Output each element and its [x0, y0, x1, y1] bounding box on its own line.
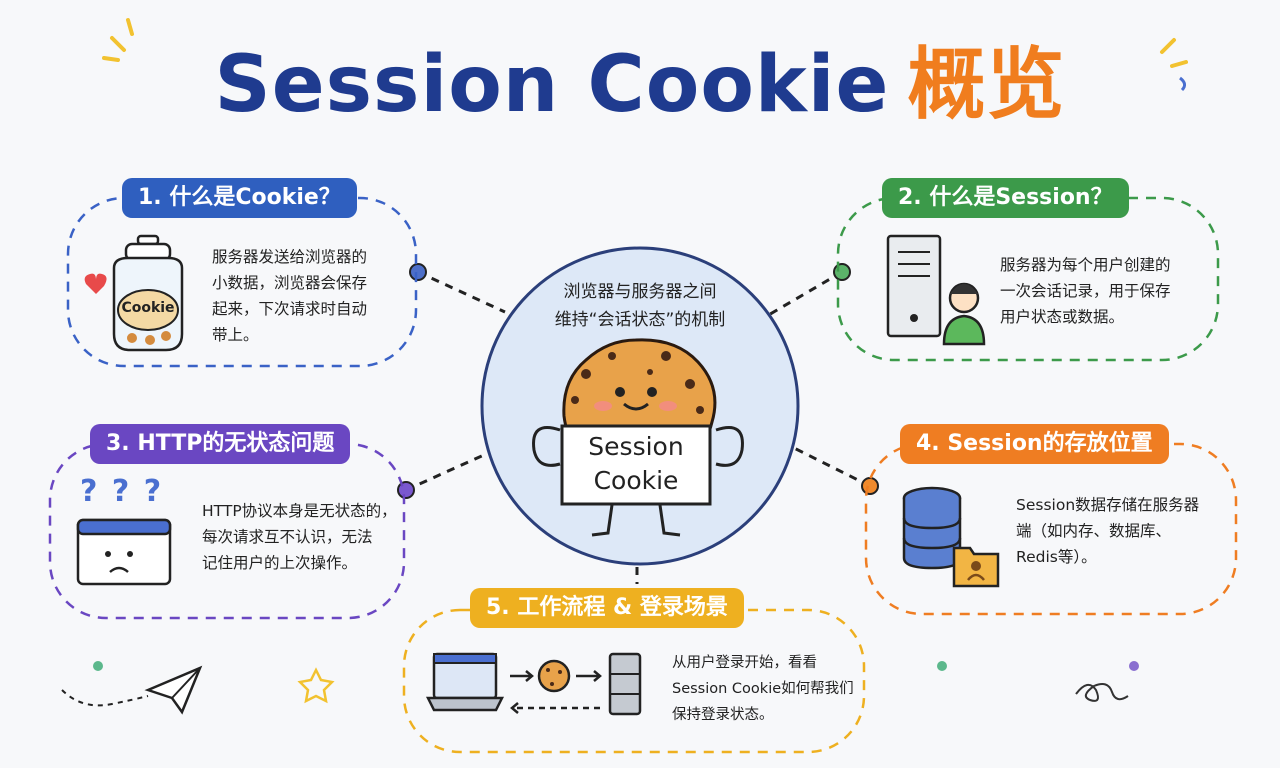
center-line-1: 浏览器与服务器之间	[563, 282, 717, 302]
star-icon	[297, 667, 335, 704]
cookie-character-icon	[532, 338, 744, 537]
cookie-jar-icon	[84, 234, 184, 352]
title-spark-right-icon	[1160, 38, 1188, 68]
section-1-line: 起来，下次请求时自动	[212, 300, 368, 318]
section-3-outline	[48, 442, 406, 620]
connector-http	[405, 448, 496, 492]
sign-line-2: Cookie	[593, 466, 679, 495]
section-1-line: 服务器发送给浏览器的	[212, 248, 368, 266]
title-english: Session Cookie	[214, 40, 890, 130]
section-3-line: HTTP协议本身是无状态的，	[202, 502, 397, 520]
section-2-label: 2. 什么是Session？	[882, 178, 1129, 218]
paper-plane-icon	[61, 665, 203, 715]
workflow-illustration-icon	[425, 652, 642, 716]
title-swirl-icon	[1179, 76, 1187, 92]
connector-cookie	[417, 270, 506, 314]
cookie-sign: Session Cookie	[562, 430, 710, 498]
section-3-line: 每次请求互不认识，无法	[202, 528, 373, 546]
section-3-label: 3. HTTP的无状态问题	[90, 424, 351, 464]
section-2-line: 服务器为每个用户创建的	[1000, 256, 1171, 274]
section-4-line: Session数据存储在服务器	[1016, 496, 1200, 514]
cookie-jar-label: Cookie	[121, 300, 175, 316]
server-user-icon	[886, 234, 986, 346]
section-3-description: HTTP协议本身是无状态的， 每次请求互不认识，无法 记住用户的上次操作。	[202, 498, 402, 576]
section-5-line: Session Cookie如何帮我们	[672, 681, 854, 697]
title-spark-left-icon	[102, 18, 134, 62]
sad-browser-icon	[76, 518, 172, 586]
connector-session	[759, 270, 843, 322]
section-4-line: 端（如内存、数据库、	[1016, 522, 1172, 540]
section-5-description: 从用户登录开始，看看 Session Cookie如何帮我们 保持登录状态。	[672, 650, 858, 728]
center-description: 浏览器与服务器之间 维持“会话状态”的机制	[505, 278, 775, 334]
decor-dot-green-left	[93, 661, 103, 671]
section-4-line: Redis等）。	[1016, 548, 1097, 566]
section-1-label: 1. 什么是Cookie？	[122, 178, 357, 218]
sign-line-1: Session	[588, 432, 684, 461]
section-5-line: 从用户登录开始，看看	[672, 655, 817, 671]
section-2-line: 一次会话记录，用于保存	[1000, 282, 1171, 300]
connector-dot-http	[397, 481, 415, 499]
section-1-line: 小数据，浏览器会保存	[212, 274, 368, 292]
section-4-description: Session数据存储在服务器 端（如内存、数据库、 Redis等）。	[1016, 492, 1226, 570]
section-5-label: 5. 工作流程 & 登录场景	[470, 588, 744, 628]
connector-storage	[785, 442, 871, 488]
section-1-description: 服务器发送给浏览器的 小数据，浏览器会保存 起来，下次请求时自动 带上。	[212, 244, 408, 348]
connector-dot-storage	[861, 477, 879, 495]
connector-dot-cookie	[409, 263, 427, 281]
squiggle-icon	[1075, 683, 1129, 702]
connector-dot-session	[833, 263, 851, 281]
section-5-line: 保持登录状态。	[672, 707, 774, 723]
section-5-outline	[402, 608, 866, 754]
decor-dot-purple	[1129, 661, 1139, 671]
center-line-2: 维持“会话状态”的机制	[554, 310, 726, 330]
section-2-line: 用户状态或数据。	[1000, 308, 1125, 326]
database-folder-icon	[902, 486, 1000, 588]
section-3-line: 记住用户的上次操作。	[202, 554, 358, 572]
question-marks: ? ? ?	[80, 474, 164, 509]
title-chinese: 概览	[907, 40, 1066, 130]
section-1-line: 带上。	[212, 326, 259, 344]
decor-dot-green-right	[937, 661, 947, 671]
section-2-description: 服务器为每个用户创建的 一次会话记录，用于保存 用户状态或数据。	[1000, 252, 1210, 330]
section-4-label: 4. Session的存放位置	[900, 424, 1169, 464]
